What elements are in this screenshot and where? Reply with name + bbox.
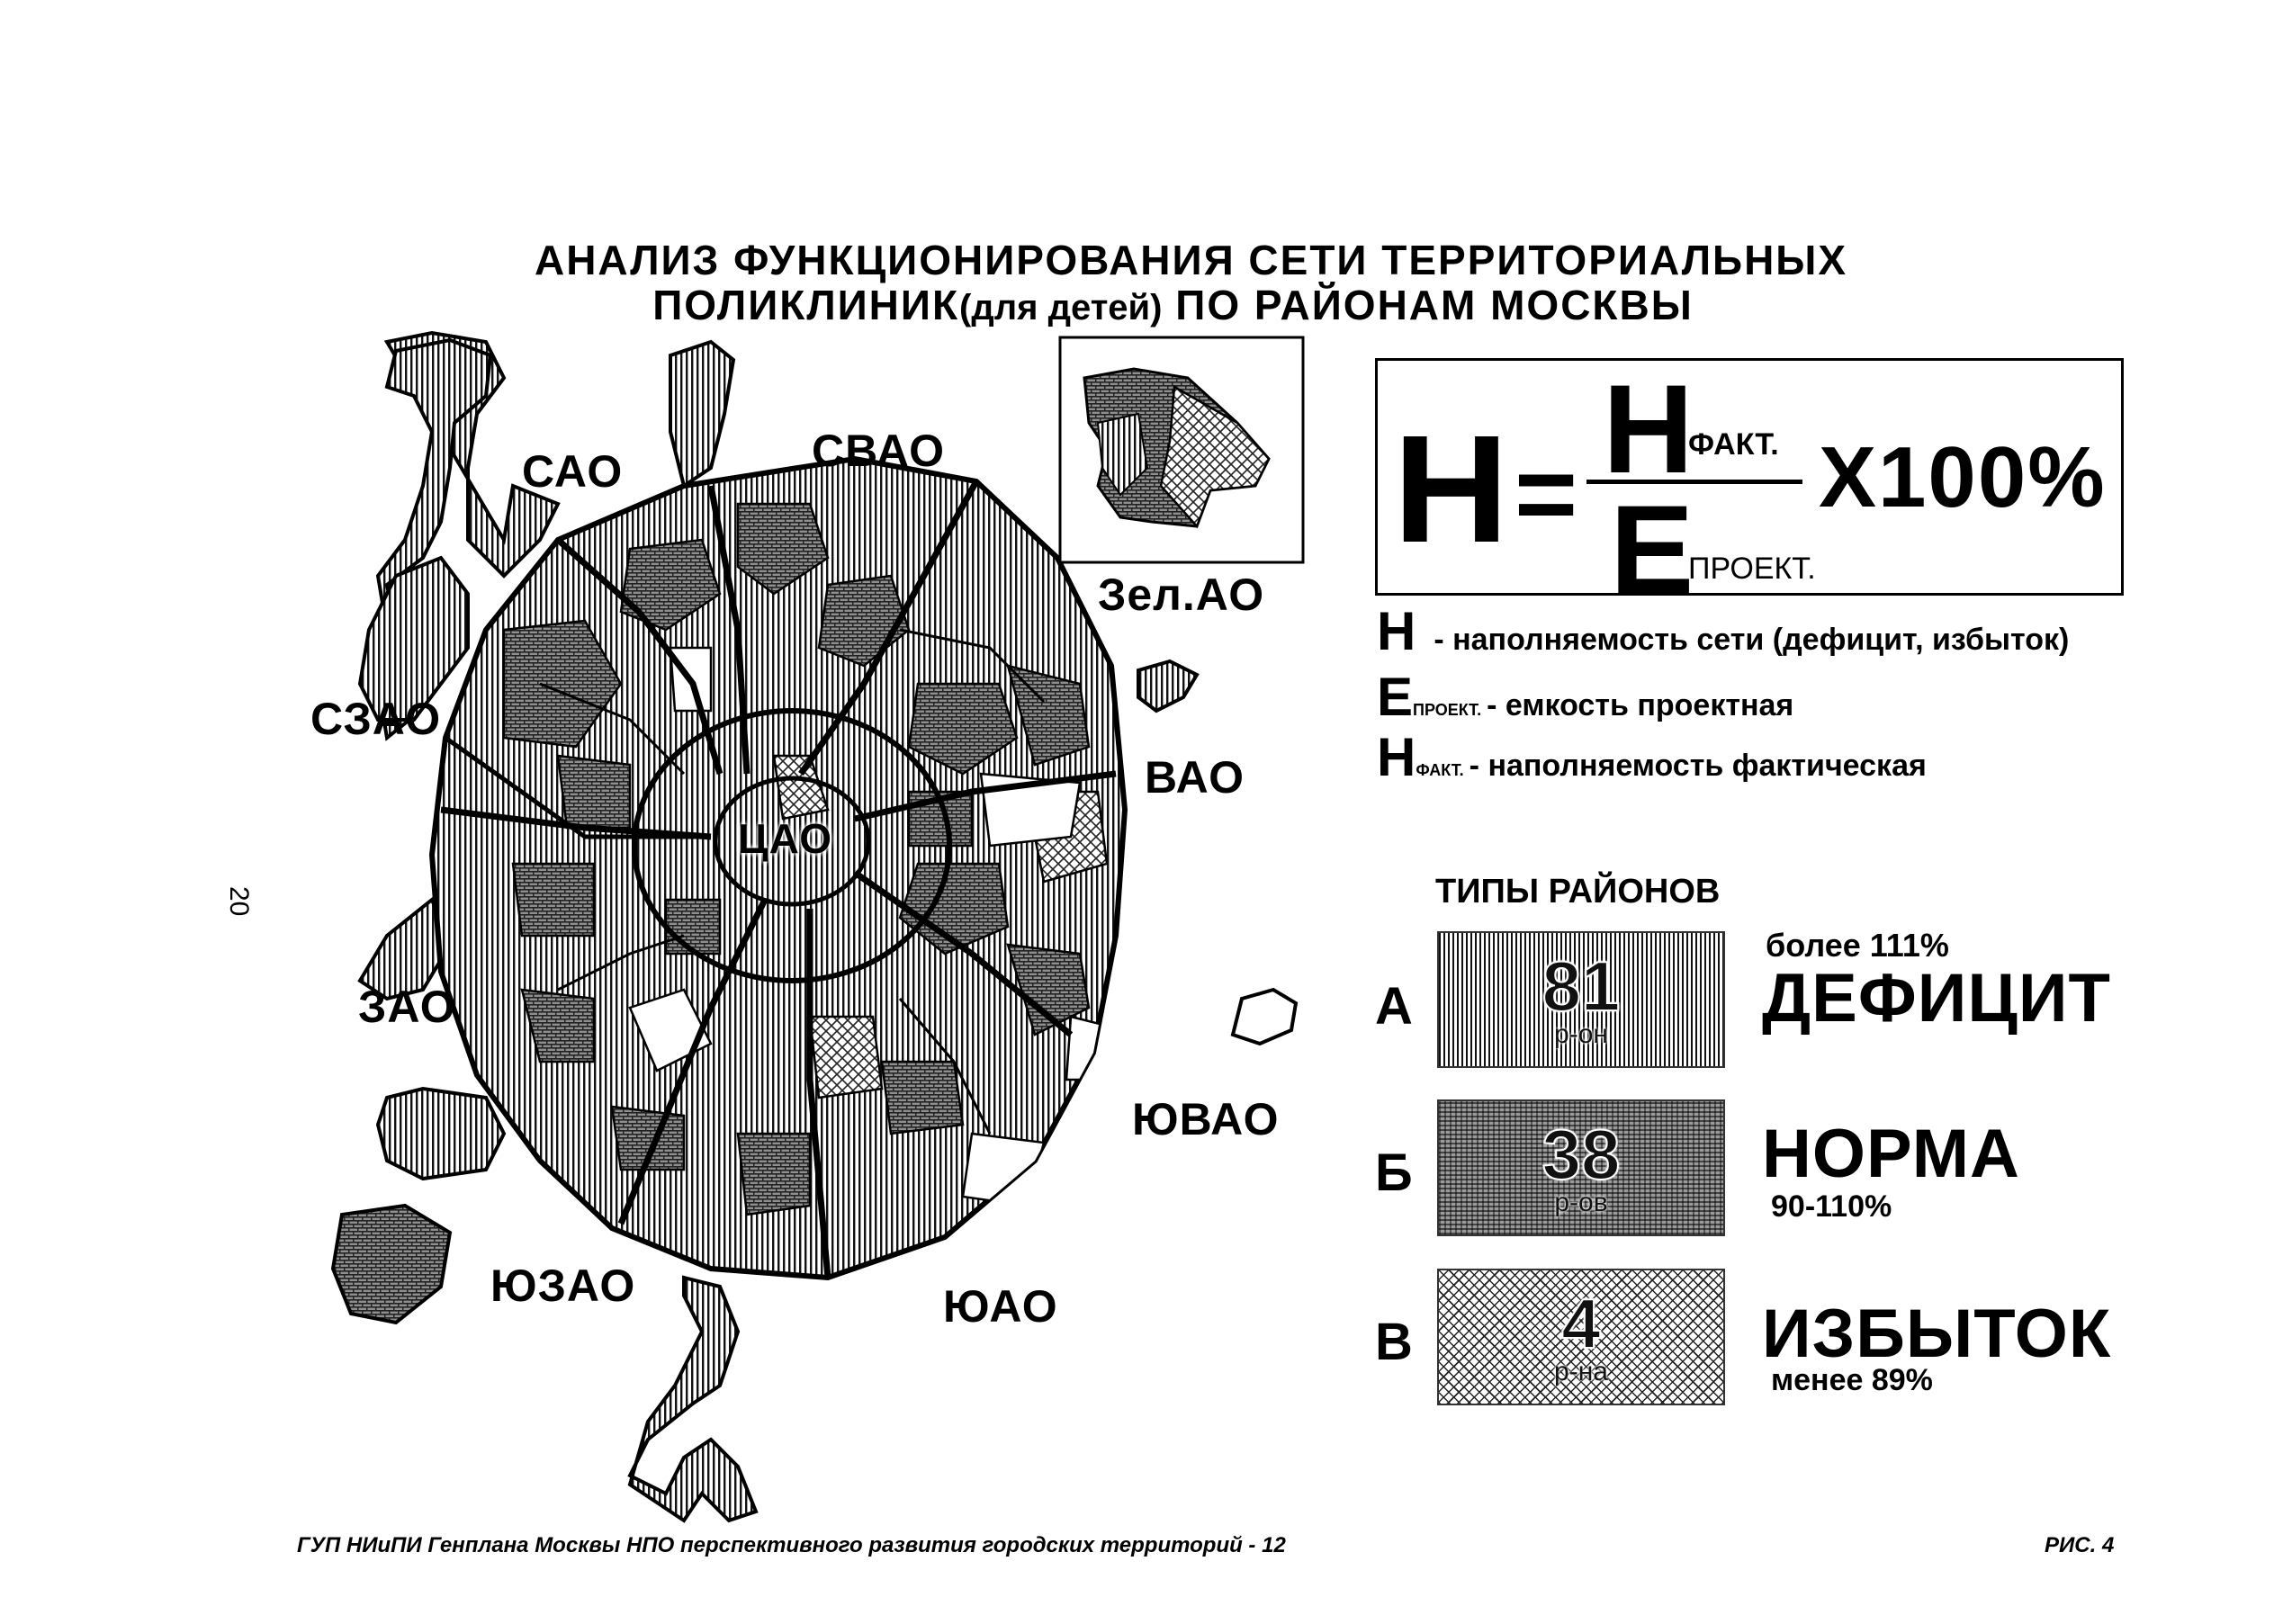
formula-denominator: Е (1610, 479, 1694, 620)
label-cao: ЦАО (738, 815, 832, 862)
formula-numerator: Н (1603, 358, 1694, 499)
title-part-b: (для детей) (959, 288, 1163, 327)
footer-organization: ГУП НИиПИ Генплана Москвы НПО перспектив… (297, 1533, 1286, 1557)
type-c-status: ИЗБЫТОК (1762, 1296, 2112, 1372)
definition-sub: ПРОЕКТ. (1413, 701, 1482, 719)
title-part-a: ПОЛИКЛИНИК (652, 282, 960, 328)
type-a-count: 81 (1541, 947, 1622, 1026)
types-title: ТИПЫ РАЙОНОВ (1435, 873, 1721, 911)
definition-letter: Е (1377, 667, 1414, 727)
definition-sub: ФАКТ. (1416, 761, 1464, 779)
type-a-swatch: 81 р-он (1437, 931, 1725, 1068)
type-b-bottom-note: 90-110% (1771, 1189, 1892, 1224)
type-a-status: ДЕФИЦИТ (1762, 960, 2111, 1036)
figure-number: РИС. 4 (2045, 1533, 2115, 1557)
definition-e-proekt: Е ПРОЕКТ. - емкость проектная (1377, 670, 1793, 724)
zelenograd-inset (1058, 336, 1305, 564)
definition-h: Н - наполняемость сети (дефицит, избыток… (1377, 605, 2069, 659)
label-sao: САО (522, 446, 624, 497)
definition-letter: Н (1377, 727, 1416, 787)
type-a-letter: А (1375, 977, 1413, 1036)
type-c-letter: В (1375, 1313, 1413, 1371)
type-c-count: 4 (1560, 1284, 1601, 1363)
type-a-top-note: более 111% (1766, 927, 1949, 964)
title-part-c: ПО РАЙОНАМ МОСКВЫ (1175, 282, 1694, 328)
type-c-unit: р-на (1554, 1357, 1608, 1386)
formula-box: Н = Н ФАКТ. Е ПРОЕКТ. Х100% (1375, 358, 2124, 613)
type-a-unit: р-он (1554, 1019, 1608, 1049)
label-yuao: ЮАО (943, 1281, 1058, 1332)
type-b-swatch: 38 р-ов (1437, 1099, 1725, 1236)
label-yuvao: ЮВАО (1132, 1094, 1280, 1144)
type-b-letter: Б (1375, 1144, 1413, 1202)
formula-lhs: Н (1392, 404, 1509, 575)
type-b-unit: р-ов (1554, 1188, 1608, 1217)
formula-equals: = (1515, 434, 1578, 554)
label-yuzao: ЮЗАО (490, 1261, 636, 1311)
label-vao: ВАО (1145, 752, 1245, 803)
type-b-status: НОРМА (1762, 1116, 2020, 1192)
label-svao: СВАО (812, 426, 946, 476)
type-b-count: 38 (1541, 1115, 1622, 1194)
map-appendages (330, 330, 1299, 1523)
definition-text: - емкость проектная (1487, 688, 1794, 722)
page-title-line-2: ПОЛИКЛИНИК(для детей) ПО РАЙОНАМ МОСКВЫ (0, 281, 2274, 329)
label-zao: ЗАО (358, 982, 456, 1032)
type-c-swatch: 4 р-на (1437, 1269, 1725, 1405)
formula-fraction-line (1586, 480, 1802, 484)
type-c-bottom-note: менее 89% (1771, 1363, 1933, 1397)
formula-denominator-sub: ПРОЕКТ. (1688, 552, 1816, 586)
label-szao: СЗАО (310, 694, 442, 744)
definition-h-fakt: Н ФАКТ. - наполняемость фактическая (1377, 731, 1927, 785)
definition-letter: Н (1377, 601, 1416, 661)
definition-text: - наполняемость фактическая (1469, 749, 1927, 783)
definition-text: - наполняемость сети (дефицит, избыток) (1434, 623, 2070, 657)
label-zelao: Зел.АО (1098, 570, 1265, 620)
okrug-boundaries (440, 480, 1117, 1279)
city-outline (428, 455, 1128, 1281)
page-number: 20 (224, 886, 254, 917)
page-title-line-1: АНАЛИЗ ФУНКЦИОНИРОВАНИЯ СЕТИ ТЕРРИТОРИАЛ… (534, 237, 1847, 283)
formula-numerator-sub: ФАКТ. (1688, 427, 1779, 462)
formula-multiplier: Х100% (1819, 429, 2107, 525)
